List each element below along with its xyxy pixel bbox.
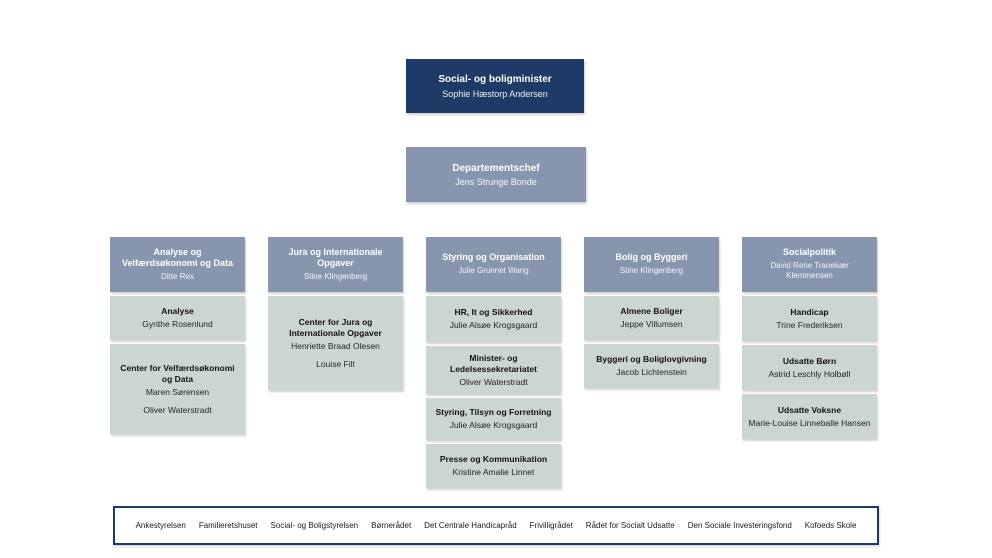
unit-person: Oliver Waterstradt [459, 376, 528, 387]
unit-title: Udsatte Børn [782, 355, 837, 366]
unit-box: Handicap Trine Frederiksen [742, 296, 877, 341]
unit-person: Oliver Waterstradt [143, 404, 212, 415]
unit-box: Udsatte Børn Astrid Leschly Holbøll [742, 345, 877, 390]
division-header-box: Jura og Internationale Opgaver Stine Kli… [268, 237, 403, 292]
unit-box: Presse og Kommunikation Kristine Amalie … [426, 444, 561, 488]
column-analyse-og-velfaerdsoekonomi: Analyse og Velfærdsøkonomi og Data Ditte… [110, 237, 245, 488]
minister-box: Social- og boligminister Sophie Hæstorp … [406, 59, 584, 113]
column-jura-og-internationale: Jura og Internationale Opgaver Stine Kli… [268, 237, 403, 488]
agency-label: Frivilligrådet [529, 521, 573, 530]
departementschef-title: Departementschef [452, 162, 540, 174]
division-head: Julie Grunnet Wang [458, 266, 529, 276]
minister-name: Sophie Hæstorp Andersen [442, 88, 548, 99]
division-columns: Analyse og Velfærdsøkonomi og Data Ditte… [110, 237, 877, 488]
unit-box: Almene Boliger Jeppe Villumsen [584, 296, 719, 340]
departementschef-name: Jens Strunge Bonde [455, 177, 537, 188]
agencies-bar: Ankestyrelsen Familieretshuset Social- o… [113, 506, 879, 545]
minister-title: Social- og boligminister [438, 74, 552, 86]
column-styring-og-organisation: Styring og Organisation Julie Grunnet Wa… [426, 237, 561, 488]
unit-box: Center for Velfærdsøkonomi og Data Maren… [110, 344, 245, 434]
unit-person: Louise Filt [316, 358, 355, 369]
agency-label: Børnerådet [371, 521, 412, 530]
unit-title: Center for Jura og Internationale Opgave… [289, 316, 382, 338]
unit-box: Center for Jura og Internationale Opgave… [268, 296, 403, 390]
unit-person: Trine Frederiksen [776, 319, 843, 330]
division-header-box: Styring og Organisation Julie Grunnet Wa… [426, 237, 561, 292]
division-head: David Rene Tranekær Klemmensen [770, 260, 849, 281]
unit-title: Almene Boliger [620, 306, 683, 317]
agency-label: Det Centrale Handicapråd [424, 521, 517, 530]
unit-title: Analyse [161, 306, 194, 317]
unit-box: Byggeri og Boliglovgivning Jacob Lichten… [584, 344, 719, 388]
division-head: Stine Klingenberg [303, 271, 368, 281]
column-socialpolitik: Socialpolitik David Rene Tranekær Klemme… [742, 237, 877, 488]
unit-title: Styring, Tilsyn og Forretning [435, 407, 552, 418]
agency-label: Familieretshuset [198, 521, 258, 530]
unit-person: Julie Alsøe Krogsgaard [449, 320, 538, 331]
unit-title: Center for Velfærdsøkonomi og Data [120, 362, 235, 384]
unit-box: Styring, Tilsyn og Forretning Julie Alsø… [426, 398, 561, 440]
unit-person: Astrid Leschly Holbøll [768, 368, 851, 379]
agency-label: Ankestyrelsen [135, 521, 186, 530]
unit-person: Julie Alsøe Krogsgaard [449, 420, 538, 431]
unit-title: HR, It og Sikkerhed [454, 307, 533, 318]
unit-person: Maren Sørensen [145, 386, 210, 397]
agency-label: Kofoeds Skole [804, 521, 857, 530]
unit-box: Analyse Gyrithe Rosenlund [110, 296, 245, 340]
unit-box: Minister- og Ledelsessekretariatet Olive… [426, 346, 561, 394]
unit-person: Kristine Amalie Linnet [452, 467, 535, 478]
division-title: Jura og Internationale Opgaver [288, 246, 383, 269]
unit-title: Minister- og Ledelsessekretariatet [450, 352, 537, 374]
unit-person: Jacob Lichtenstein [616, 367, 687, 378]
unit-person: Jeppe Villumsen [620, 319, 683, 330]
division-title: Bolig og Byggeri [615, 252, 688, 263]
departementschef-box: Departementschef Jens Strunge Bonde [406, 147, 586, 202]
unit-person: Henriette Braad Olesen [291, 340, 380, 351]
unit-box: Udsatte Voksne Marie-Louise Linneballe H… [742, 394, 877, 439]
agency-label: Rådet for Socialt Udsatte [585, 521, 675, 530]
agency-label: Den Sociale Investeringsfond [687, 521, 792, 530]
unit-person: Marie-Louise Linneballe Hansen [748, 417, 871, 428]
unit-title: Handicap [790, 306, 829, 317]
division-header-box: Socialpolitik David Rene Tranekær Klemme… [742, 237, 877, 292]
column-bolig-og-byggeri: Bolig og Byggeri Stine Klingenberg Almen… [584, 237, 719, 488]
division-title: Socialpolitik [782, 247, 836, 258]
division-header-box: Analyse og Velfærdsøkonomi og Data Ditte… [110, 237, 245, 292]
agency-label: Social- og Boligstyrelsen [270, 521, 359, 530]
unit-box: HR, It og Sikkerhed Julie Alsøe Krogsgaa… [426, 296, 561, 342]
unit-person: Gyrithe Rosenlund [142, 319, 213, 330]
division-head: Ditte Rex [161, 271, 194, 281]
unit-title: Byggeri og Boliglovgivning [596, 354, 707, 365]
division-title: Analyse og Velfærdsøkonomi og Data [121, 246, 234, 269]
division-head: Stine Klingenberg [619, 266, 684, 276]
division-title: Styring og Organisation [442, 252, 545, 263]
unit-title: Presse og Kommunikation [439, 454, 548, 465]
unit-title: Udsatte Voksne [777, 404, 842, 415]
division-header-box: Bolig og Byggeri Stine Klingenberg [584, 237, 719, 292]
